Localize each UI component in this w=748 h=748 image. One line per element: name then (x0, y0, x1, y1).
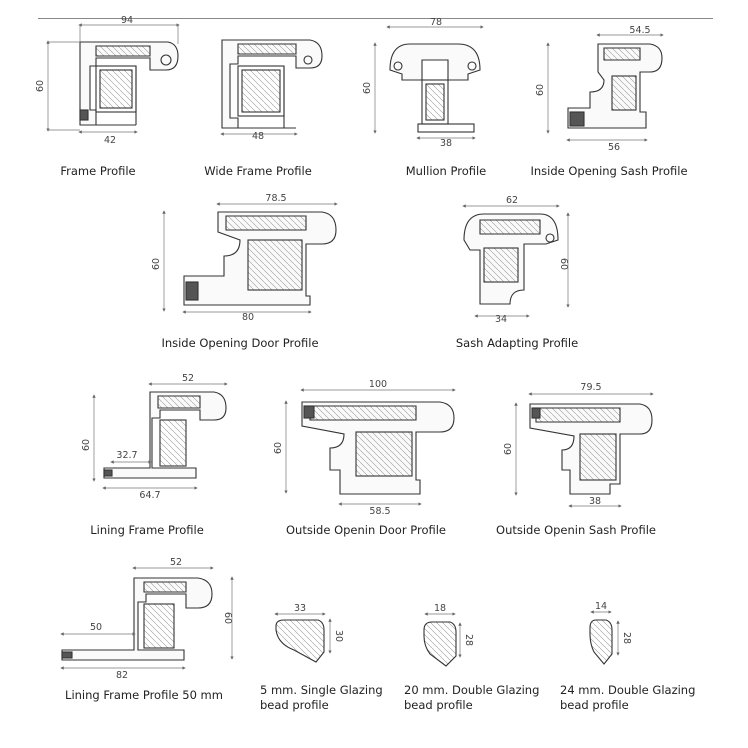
dim-frame-bottom: 42 (104, 135, 116, 146)
caption-double-glazing-24-line1: 24 mm. Double Glazing (560, 683, 696, 697)
caption-single-glazing-bead-line2: bead profile (260, 698, 329, 712)
dim-frame-side: 60 (35, 80, 46, 92)
dim-lining50-side: 60 (222, 612, 233, 624)
dim-bead24-top: 14 (595, 601, 607, 612)
dim-mullion-top: 78 (430, 17, 442, 28)
dim-wide-frame-bottom: 48 (252, 131, 264, 142)
dim-door-top: 78.5 (265, 193, 286, 204)
double-glazing-20-bead-drawing (423, 621, 457, 667)
dim-out-door-top: 100 (369, 379, 387, 390)
outside-openin-door-profile-drawing (301, 401, 455, 495)
caption-mullion-profile: Mullion Profile (405, 164, 487, 178)
dim-mullion-bottom: 38 (440, 138, 452, 149)
lining-frame-profile-drawing (103, 391, 227, 479)
dim-bead20-side: 28 (463, 634, 474, 646)
dim-lining-side: 60 (81, 439, 92, 451)
sash-adapting-profile-drawing (463, 213, 559, 305)
wide-frame-profile-drawing (221, 39, 323, 129)
dim-sash-side: 60 (535, 84, 546, 96)
caption-outside-openin-door-profile: Outside Openin Door Profile (286, 523, 446, 537)
dim-frame-top: 94 (121, 15, 133, 26)
dim-out-sash-top: 79.5 (580, 382, 601, 393)
dim-out-sash-side: 60 (503, 443, 514, 455)
dim-adapting-side: 60 (558, 258, 569, 270)
caption-inside-opening-door-profile: Inside Opening Door Profile (161, 336, 319, 350)
caption-double-glazing-20-line1: 20 mm. Double Glazing (404, 683, 540, 697)
dim-door-bottom: 80 (242, 312, 254, 323)
dim-lining-bottom: 64.7 (139, 490, 160, 501)
caption-double-glazing-24-line2: bead profile (560, 698, 629, 712)
frame-profile-drawing (79, 41, 179, 126)
caption-wide-frame-profile: Wide Frame Profile (204, 164, 312, 178)
caption-single-glazing-bead-line1: 5 mm. Single Glazing (260, 683, 383, 697)
top-rule (38, 18, 713, 19)
dim-bead5-top: 33 (294, 603, 306, 614)
mullion-profile-drawing (389, 43, 481, 133)
caption-double-glazing-20-line2: bead profile (404, 698, 473, 712)
dim-sash-bottom: 56 (608, 142, 620, 153)
dim-lining-top: 52 (182, 373, 194, 384)
dim-sash-top: 54.5 (629, 25, 650, 36)
caption-sash-adapting-profile: Sash Adapting Profile (455, 336, 579, 350)
double-glazing-24-bead-drawing (589, 619, 613, 665)
caption-inside-opening-sash-profile: Inside Opening Sash Profile (530, 164, 688, 178)
dim-out-door-bottom: 58.5 (369, 506, 390, 517)
dim-out-sash-bottom: 38 (589, 496, 601, 507)
dim-bead5-side: 30 (333, 630, 344, 642)
single-glazing-bead-drawing (275, 619, 325, 663)
dim-bead20-top: 18 (434, 603, 446, 614)
dim-lining-inner: 32.7 (116, 450, 137, 461)
inside-opening-sash-profile-drawing (567, 43, 663, 129)
dim-door-side: 60 (151, 258, 162, 270)
dim-lining50-bottom: 82 (116, 670, 128, 681)
inside-opening-door-profile-drawing (183, 211, 337, 306)
caption-lining-frame-profile: Lining Frame Profile (90, 523, 204, 537)
caption-outside-openin-sash-profile: Outside Openin Sash Profile (496, 523, 656, 537)
lining-frame-profile-50mm-drawing (61, 577, 213, 661)
dim-adapting-top: 62 (506, 195, 518, 206)
dim-out-door-side: 60 (273, 442, 284, 454)
caption-frame-profile: Frame Profile (60, 164, 136, 178)
dim-lining50-top: 52 (170, 557, 182, 568)
dim-adapting-bottom: 34 (495, 314, 507, 325)
outside-openin-sash-profile-drawing (529, 403, 653, 495)
dim-lining50-inner: 50 (90, 622, 102, 633)
dim-bead24-side: 28 (621, 632, 632, 644)
dim-mullion-side: 60 (362, 82, 373, 94)
caption-lining-frame-profile-50: Lining Frame Profile 50 mm (65, 688, 223, 702)
